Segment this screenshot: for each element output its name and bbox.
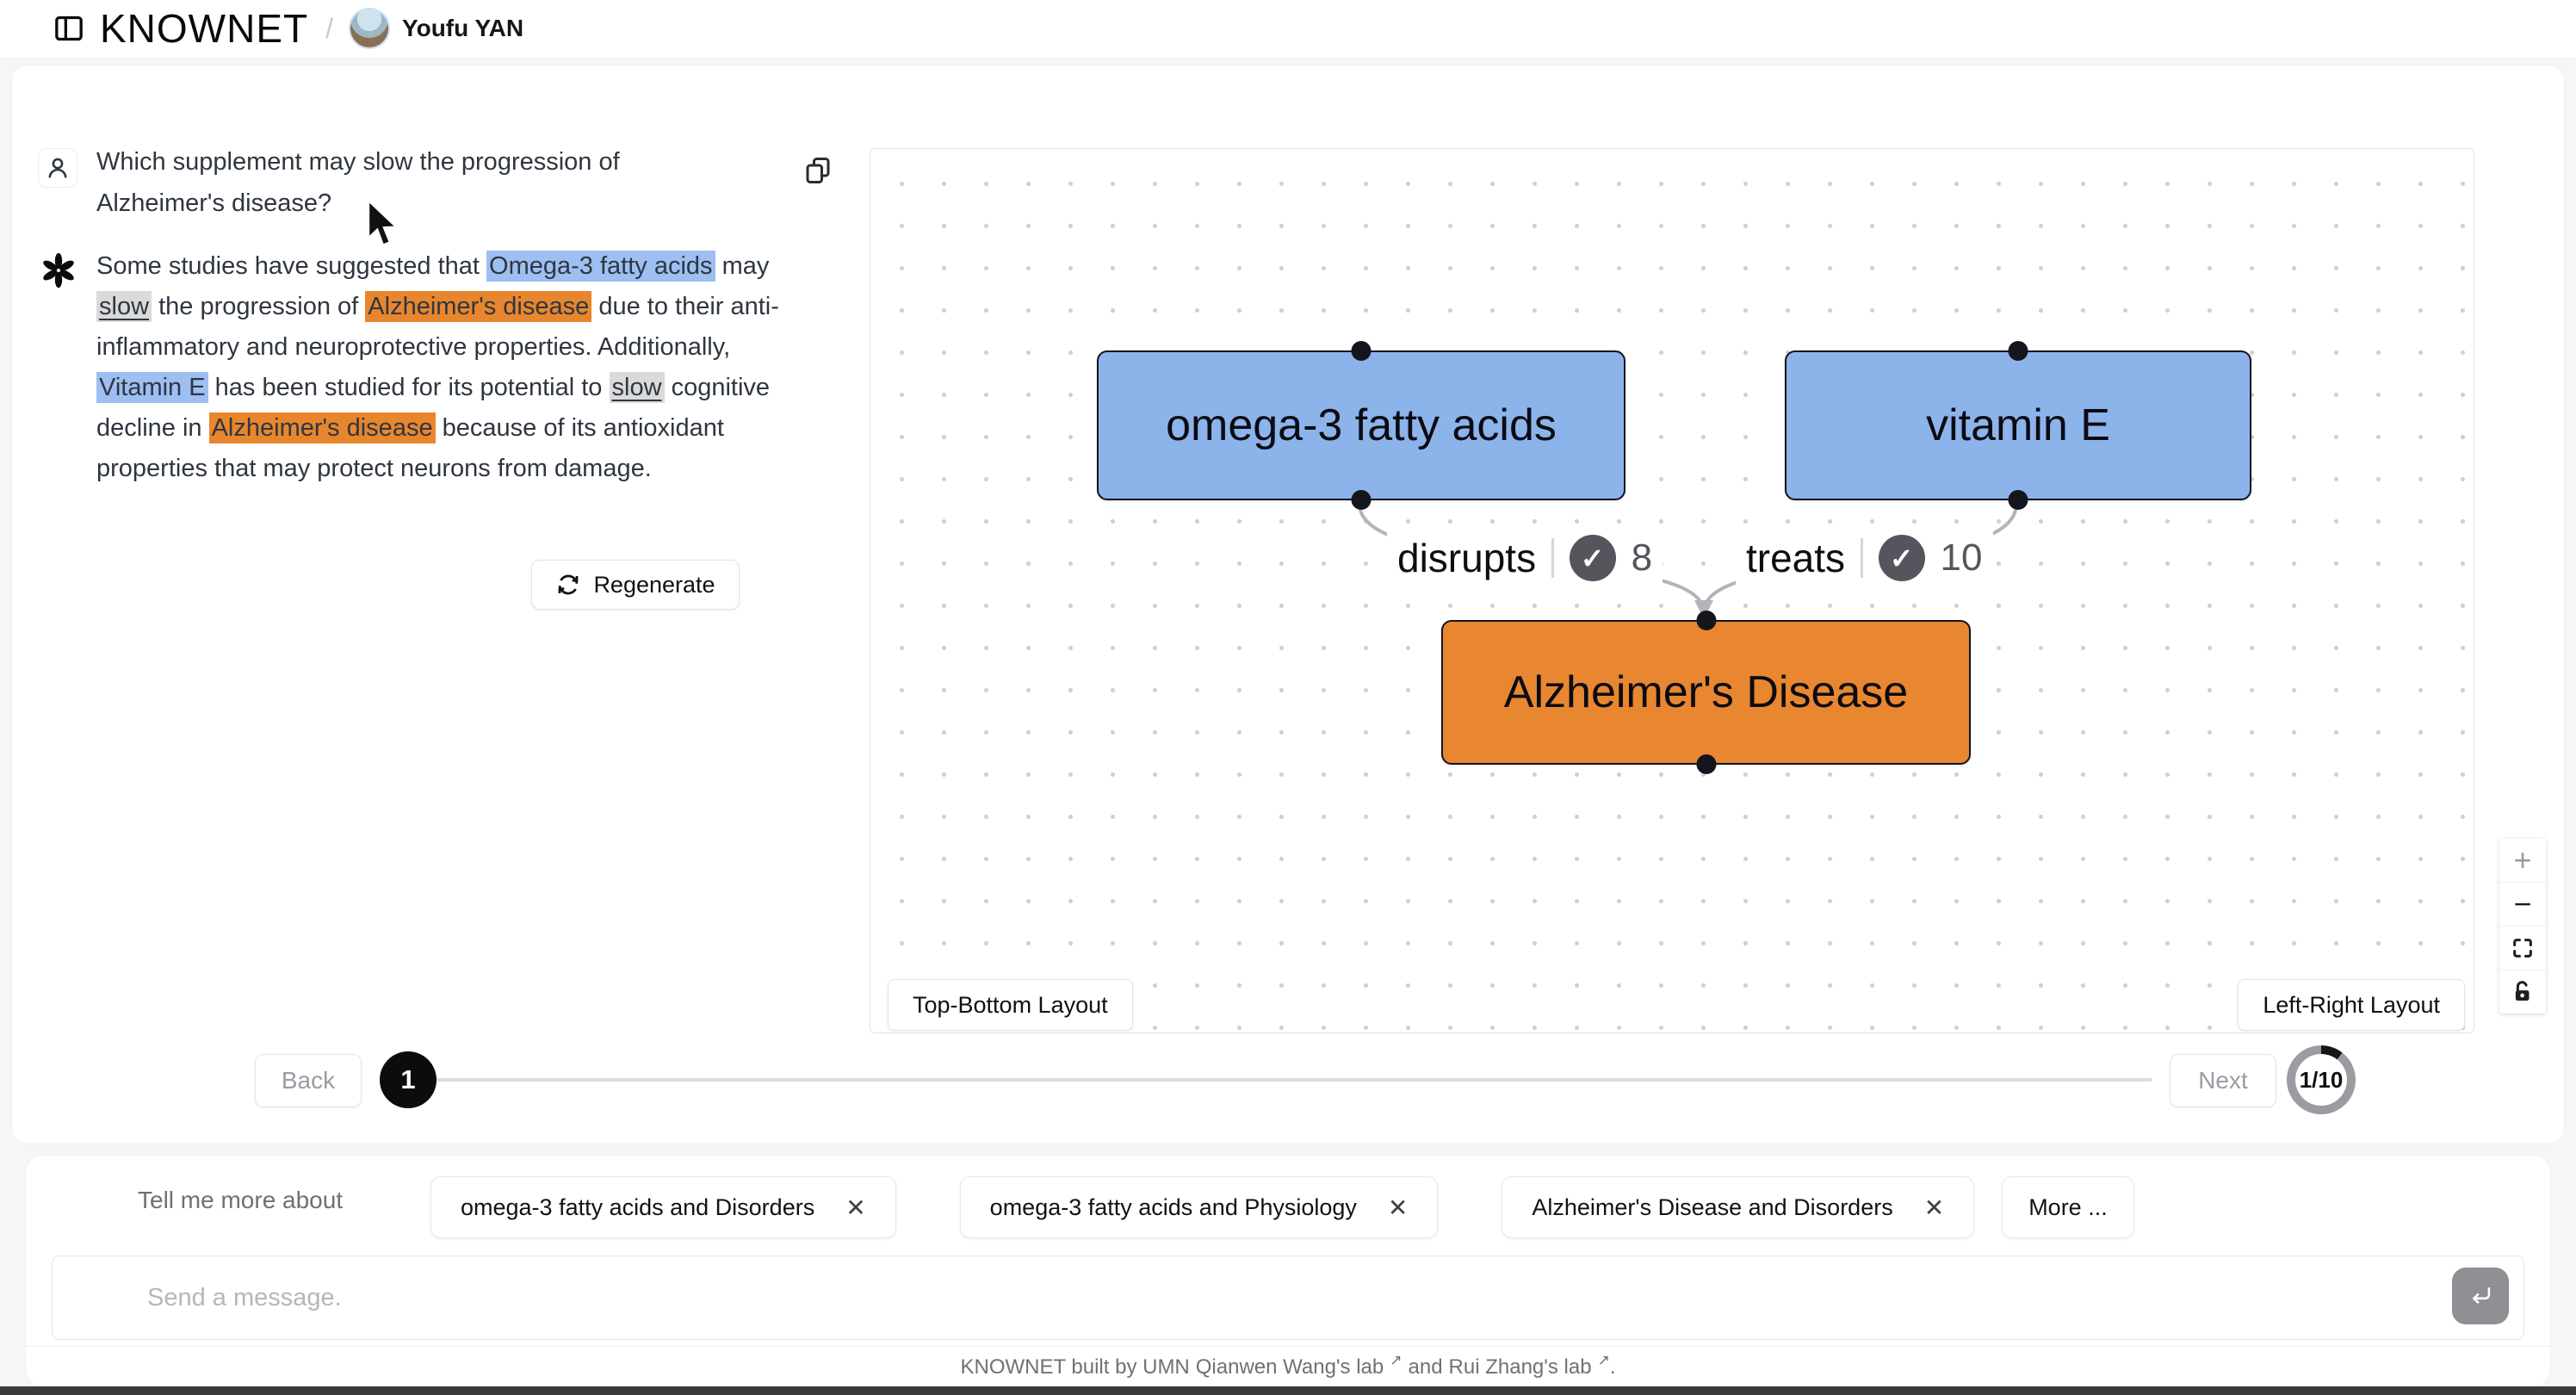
edge-label-treats[interactable]: treats ✓ 10: [1736, 528, 1993, 588]
zoom-out-icon[interactable]: −: [2499, 883, 2546, 927]
answer-text: Some studies have suggested that: [96, 252, 487, 280]
node-handle[interactable]: [2008, 341, 2028, 361]
composer-panel: Tell me more about omega-3 fatty acids a…: [26, 1156, 2550, 1386]
highlighted-entity[interactable]: Alzheimer's disease: [365, 291, 592, 322]
answer-text: because of its antioxidant properties th…: [96, 414, 731, 482]
footer-link-zhang-lab[interactable]: Rui Zhang's lab: [1448, 1355, 1592, 1379]
graph-controls: + −: [2499, 839, 2546, 1014]
edge-count: 10: [1940, 536, 1983, 579]
footer-text: and: [1408, 1355, 1443, 1379]
next-button[interactable]: Next: [2170, 1054, 2276, 1107]
graph-edges: [1358, 503, 2018, 619]
answer-text: has been studied for its potential to: [207, 374, 610, 401]
regenerate-button[interactable]: Regenerate: [531, 560, 740, 610]
app-title: KNOWNET: [100, 6, 309, 51]
chip-label: Alzheimer's Disease and Disorders: [1532, 1194, 1893, 1220]
bottom-edge-strip: [0, 1386, 2576, 1395]
edge-relation: treats: [1746, 536, 1846, 580]
footer: KNOWNET built by UMN Qianwen Wang's lab …: [26, 1346, 2550, 1387]
close-icon[interactable]: ✕: [1923, 1194, 1945, 1221]
node-label: vitamin E: [1926, 400, 2110, 450]
node-handle[interactable]: [1351, 341, 1372, 361]
message-input[interactable]: [53, 1256, 2523, 1339]
lock-icon[interactable]: [2499, 970, 2546, 1014]
check-badge-icon: ✓: [1569, 535, 1616, 581]
user-name: Youfu YAN: [402, 15, 524, 41]
footer-text: .: [1609, 1355, 1616, 1379]
graph-node-omega3[interactable]: omega-3 fatty acids: [1097, 341, 1625, 510]
edge-label-disrupts[interactable]: disrupts ✓ 8: [1387, 528, 1663, 588]
graph-canvas[interactable]: omega-3 fatty acids vitamin E Alzheimer'…: [870, 148, 2474, 1033]
enter-icon: [2466, 1281, 2495, 1311]
edge-divider: [1551, 538, 1554, 578]
back-button[interactable]: Back: [255, 1054, 362, 1107]
suggestion-chips: omega-3 fatty acids and Disorders ✕ omeg…: [430, 1176, 2134, 1238]
user-question: Which supplement may slow the progressio…: [96, 148, 620, 217]
avatar[interactable]: [349, 8, 390, 49]
check-badge-icon: ✓: [1878, 535, 1925, 581]
highlighted-entity[interactable]: slow: [609, 372, 665, 403]
node-handle[interactable]: [1351, 490, 1372, 510]
footer-link-wang-lab[interactable]: Qianwen Wang's lab: [1195, 1355, 1384, 1379]
footer-text: KNOWNET built by UMN: [960, 1355, 1190, 1379]
answer-text: due to their anti-inflammatory and neuro…: [96, 293, 779, 361]
top-bar: KNOWNET / Youfu YAN: [0, 0, 2576, 57]
highlighted-entity[interactable]: Vitamin E: [96, 372, 208, 403]
progress-ring: 1/10: [2287, 1045, 2356, 1114]
close-icon[interactable]: ✕: [1387, 1194, 1409, 1221]
node-handle[interactable]: [1696, 611, 1716, 630]
more-label: More ...: [2028, 1194, 2108, 1220]
highlighted-entity[interactable]: Omega-3 fatty acids: [486, 251, 715, 282]
external-link-icon[interactable]: ↗: [1597, 1351, 1610, 1369]
node-label: omega-3 fatty acids: [1166, 400, 1557, 450]
node-handle[interactable]: [2008, 490, 2028, 510]
fit-view-icon[interactable]: [2499, 927, 2546, 970]
external-link-icon[interactable]: ↗: [1390, 1351, 1403, 1369]
suggestions-prompt: Tell me more about: [138, 1187, 344, 1213]
user-message-icon: [38, 148, 77, 188]
node-handle[interactable]: [1696, 754, 1716, 774]
close-icon[interactable]: ✕: [845, 1194, 866, 1221]
graph-node-alzheimers[interactable]: Alzheimer's Disease: [1441, 611, 1971, 774]
chip-label: omega-3 fatty acids and Physiology: [989, 1194, 1357, 1220]
send-button[interactable]: [2452, 1268, 2509, 1324]
more-chips-button[interactable]: More ...: [2002, 1176, 2134, 1238]
answer-text: the progression of: [152, 293, 366, 320]
chip-label: omega-3 fatty acids and Disorders: [461, 1194, 815, 1220]
message-input-wrap: [52, 1256, 2524, 1340]
sidebar-toggle-icon[interactable]: [52, 11, 86, 46]
answer-text: may: [715, 252, 777, 280]
top-bottom-layout-button[interactable]: Top-Bottom Layout: [888, 979, 1133, 1031]
assistant-answer: Some studies have suggested that Omega-3…: [96, 246, 790, 489]
suggestion-chip[interactable]: omega-3 fatty acids and Physiology ✕: [959, 1176, 1439, 1238]
stepper-track: [437, 1078, 2152, 1082]
node-label: Alzheimer's Disease: [1503, 667, 1909, 717]
suggestion-chip[interactable]: Alzheimer's Disease and Disorders ✕: [1502, 1176, 1975, 1238]
copy-icon[interactable]: [802, 155, 833, 190]
edge-count: 8: [1631, 536, 1653, 579]
highlighted-entity[interactable]: Alzheimer's disease: [208, 412, 436, 443]
zoom-in-icon[interactable]: +: [2499, 839, 2546, 883]
breadcrumb-separator: /: [325, 12, 333, 44]
graph-node-vitamin-e[interactable]: vitamin E: [1785, 341, 2251, 510]
step-indicator: 1: [380, 1051, 437, 1108]
answer-text: cognitive decline in: [96, 374, 777, 442]
edge-relation: disrupts: [1397, 536, 1537, 580]
assistant-message-icon: [40, 251, 77, 294]
mouse-cursor: [365, 198, 403, 254]
refresh-icon: [555, 572, 581, 598]
progress-label: 1/10: [2295, 1054, 2347, 1106]
suggestion-chip[interactable]: omega-3 fatty acids and Disorders ✕: [430, 1176, 896, 1238]
left-right-layout-button[interactable]: Left-Right Layout: [2238, 979, 2465, 1031]
highlighted-entity[interactable]: slow: [96, 291, 152, 322]
edge-divider: [1861, 538, 1863, 578]
regenerate-label: Regenerate: [593, 571, 715, 598]
